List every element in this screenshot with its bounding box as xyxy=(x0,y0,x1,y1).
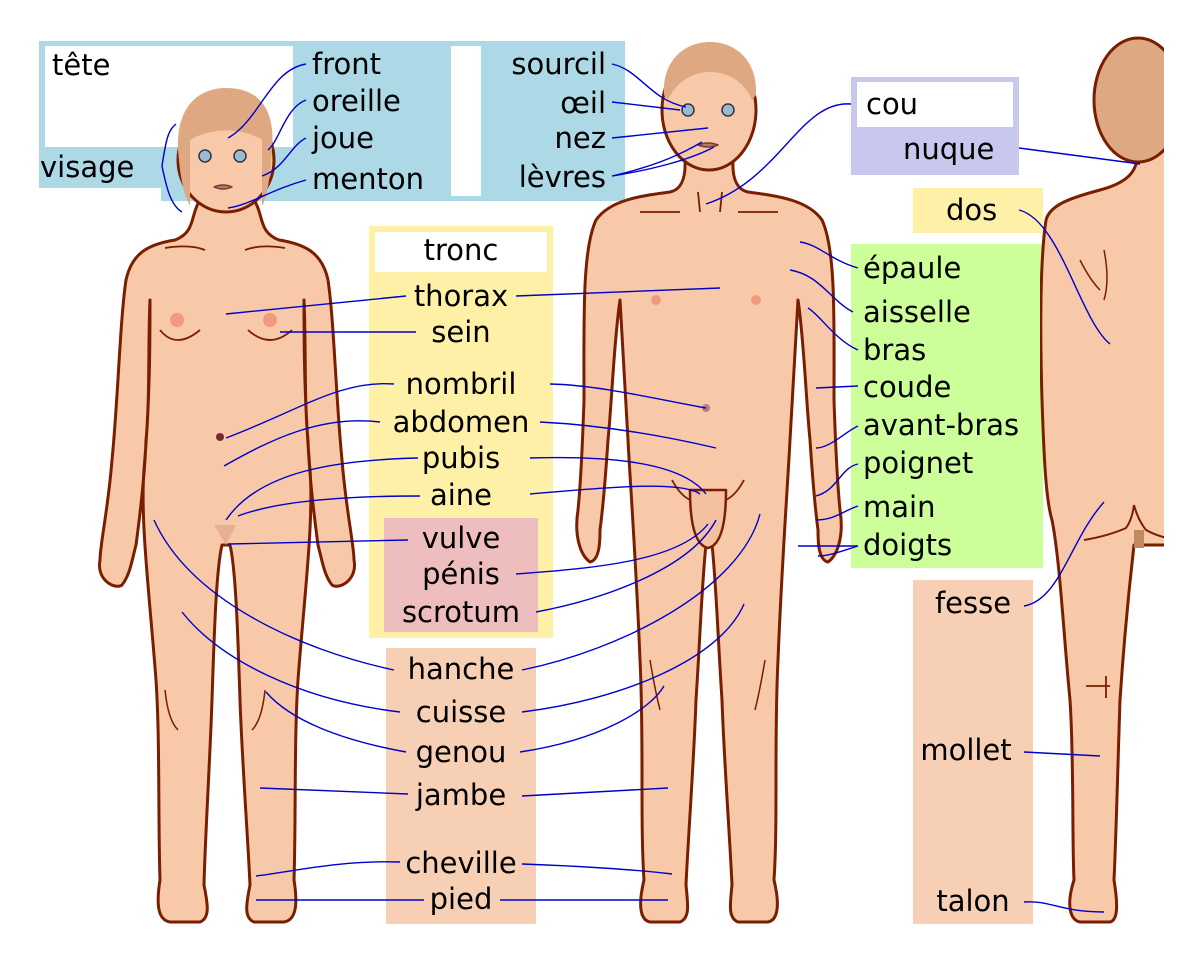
foot-label: pied xyxy=(429,882,493,916)
hand-label: main xyxy=(863,490,936,524)
arm-label: bras xyxy=(863,333,927,367)
female-figure xyxy=(98,88,356,924)
face-box-cut xyxy=(39,188,161,201)
heel-label: talon xyxy=(936,884,1010,918)
navel-label: nombril xyxy=(405,367,517,401)
knee-label: genou xyxy=(415,735,507,769)
abdomen-label: abdomen xyxy=(392,405,530,439)
eyebrow-label: sourcil xyxy=(511,47,606,81)
leg-back-box xyxy=(913,580,1033,924)
chin-label: menton xyxy=(312,162,424,196)
trunk-title: tronc xyxy=(423,233,499,267)
nape-label: nuque xyxy=(903,132,995,166)
leader-lines xyxy=(153,63,1141,913)
lips-label: lèvres xyxy=(518,160,606,194)
head-title: tête xyxy=(52,48,111,82)
arm-box xyxy=(851,244,1043,568)
neck-title-inner xyxy=(857,82,1013,127)
genitals-box xyxy=(384,518,538,632)
forearm-label: avant-bras xyxy=(863,408,1020,442)
fingers-label: doigts xyxy=(863,528,953,562)
shoulder-label: épaule xyxy=(863,251,962,285)
scrotum-label: scrotum xyxy=(401,595,521,629)
back-label: dos xyxy=(946,193,998,227)
cheek-label: joue xyxy=(312,121,375,155)
back-head xyxy=(1092,36,1169,164)
hip-label: hanche xyxy=(407,652,515,686)
penis-label: pénis xyxy=(422,557,500,591)
ear-label: oreille xyxy=(312,84,401,118)
forehead-label: front xyxy=(312,47,381,81)
vulva-label: vulve xyxy=(421,521,501,555)
calf-label: mollet xyxy=(920,733,1012,767)
armpit-label: aisselle xyxy=(863,295,971,329)
groin-label: aine xyxy=(429,478,493,512)
pubis-label: pubis xyxy=(421,441,501,475)
leg-box xyxy=(386,648,536,924)
male-figure xyxy=(575,42,843,924)
thigh-label: cuisse xyxy=(415,695,507,729)
female-hair xyxy=(177,88,273,206)
thorax-label: thorax xyxy=(413,279,509,313)
buttock-label: fesse xyxy=(934,586,1012,620)
eye-label: œil xyxy=(560,86,606,120)
wrist-label: poignet xyxy=(863,446,974,480)
female-navel xyxy=(216,433,224,441)
head-divider xyxy=(451,46,481,196)
ankle-label: cheville xyxy=(405,846,517,880)
neck-title: cou xyxy=(866,87,919,121)
male-hair xyxy=(663,42,757,100)
back-figure xyxy=(1040,36,1169,964)
breast-label: sein xyxy=(431,315,491,349)
face-label: visage xyxy=(40,150,135,184)
trunk-title-inner xyxy=(375,232,547,272)
elbow-label: coude xyxy=(863,370,952,404)
nose-label: nez xyxy=(554,121,606,155)
leg-label: jambe xyxy=(415,778,507,812)
female-body xyxy=(98,198,356,924)
